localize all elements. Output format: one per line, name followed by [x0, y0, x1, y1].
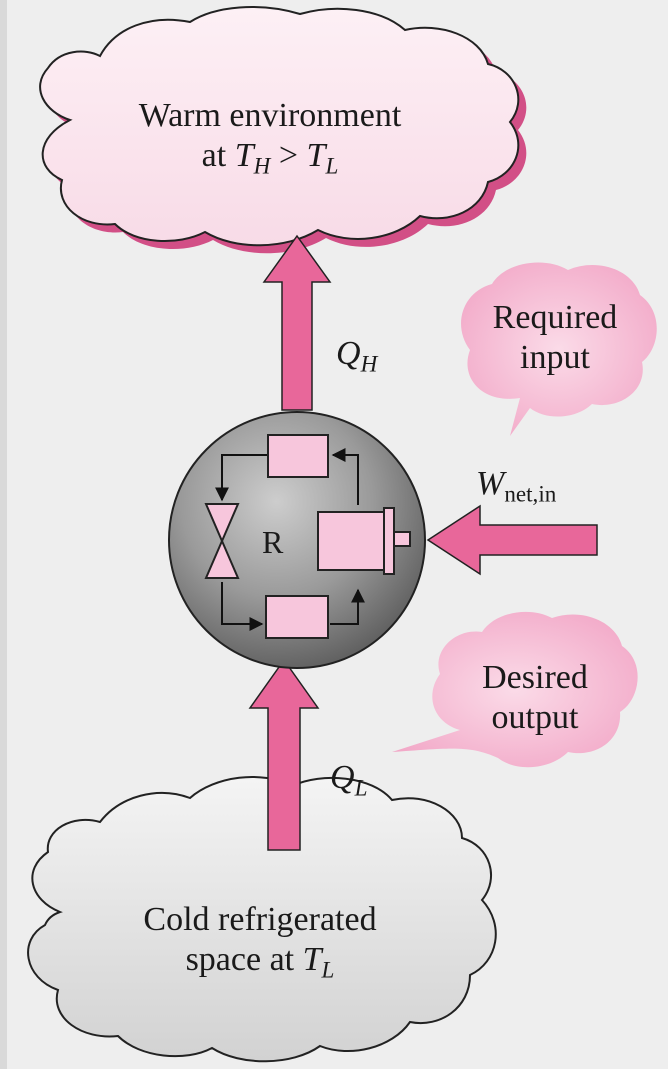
desired-output-line2: output — [491, 699, 579, 736]
work-input-label: Wnet,in — [476, 464, 557, 508]
desired-output-bubble — [392, 611, 638, 768]
warm-environment-line2: at TH > TL — [100, 136, 440, 180]
required-input-label: Required input — [470, 298, 640, 378]
compressor-box — [317, 511, 385, 571]
desired-output-label: Desired output — [450, 658, 620, 738]
page-border — [0, 0, 7, 1069]
cold-space-line1: Cold refrigerated — [143, 901, 377, 938]
tl-symbol-warm: T — [306, 137, 326, 174]
temperature-relation: > — [270, 137, 307, 174]
refrigerator-label: R — [262, 524, 284, 560]
compressor-shaft — [393, 531, 411, 547]
required-input-line2: input — [520, 339, 590, 376]
cold-space-line2: space at TL — [90, 940, 430, 984]
work-symbol: W — [476, 465, 505, 502]
warm-environment-cloud — [39, 6, 527, 254]
th-subscript: H — [253, 153, 271, 180]
th-symbol: T — [234, 137, 254, 174]
ql-heat-arrow — [248, 658, 320, 851]
desired-output-line1: Desired — [482, 659, 588, 696]
cold-space-cloud — [27, 775, 497, 1063]
cold-line2-prefix: space at — [185, 941, 303, 978]
evaporator-box — [265, 595, 329, 639]
warm-line2-prefix: at — [201, 137, 235, 174]
qh-heat-arrow — [262, 234, 332, 411]
qh-label: QH — [336, 334, 378, 378]
qh-symbol: Q — [336, 335, 361, 372]
work-subscript: net,in — [504, 481, 557, 508]
expansion-valve-bottom — [204, 538, 240, 579]
refrigerator-sphere — [168, 411, 426, 669]
tl-subscript-warm: L — [325, 153, 339, 180]
condenser-box — [267, 434, 329, 478]
cold-space-label: Cold refrigerated space at TL — [90, 900, 430, 984]
warm-environment-label: Warm environment at TH > TL — [100, 96, 440, 180]
compressor-piston — [383, 507, 395, 575]
ql-subscript: L — [354, 775, 368, 802]
expansion-valve-top — [204, 503, 240, 544]
required-input-bubble — [461, 262, 657, 436]
work-input-arrow — [426, 504, 598, 576]
ql-symbol: Q — [330, 759, 355, 796]
qh-subscript: H — [360, 351, 378, 378]
tl-subscript-cold: L — [321, 957, 335, 984]
warm-environment-line1: Warm environment — [138, 97, 402, 134]
tl-symbol-cold: T — [302, 941, 322, 978]
ql-label: QL — [330, 758, 368, 802]
required-input-line1: Required — [492, 299, 618, 336]
